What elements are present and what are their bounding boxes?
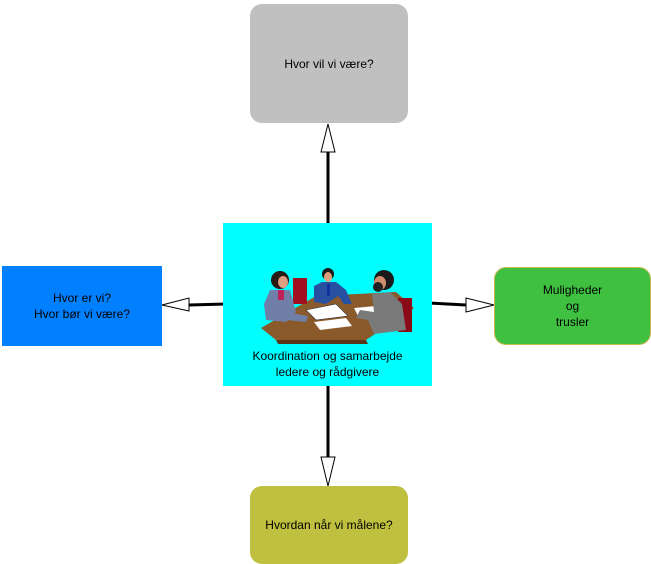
arrow-to-bottom xyxy=(320,386,336,487)
node-coordination[interactable]: Koordination og samarbejde ledere og råd… xyxy=(223,223,432,386)
node-current-state[interactable]: Hvor er vi? Hvor bør vi være? xyxy=(2,266,162,346)
node-desired-state[interactable]: Hvor vil vi være? xyxy=(250,4,408,123)
arrow-to-top xyxy=(320,123,336,223)
node-how-reach-goals[interactable]: Hvordan når vi målene? xyxy=(250,486,408,564)
business-meeting-icon xyxy=(261,268,414,344)
node-label: Hvordan når vi målene? xyxy=(265,518,393,532)
arrow-to-right xyxy=(428,297,495,313)
arrow-to-left xyxy=(161,297,227,312)
node-opportunities-threats[interactable]: Muligheder og trusler xyxy=(494,267,651,345)
node-label: Hvor er vi? Hvor bør vi være? xyxy=(33,291,131,321)
node-label: Hvor vil vi være? xyxy=(284,56,374,71)
node-label: Muligheder og trusler xyxy=(542,283,603,329)
node-label: Koordination og samarbejde ledere og råd… xyxy=(252,349,403,379)
